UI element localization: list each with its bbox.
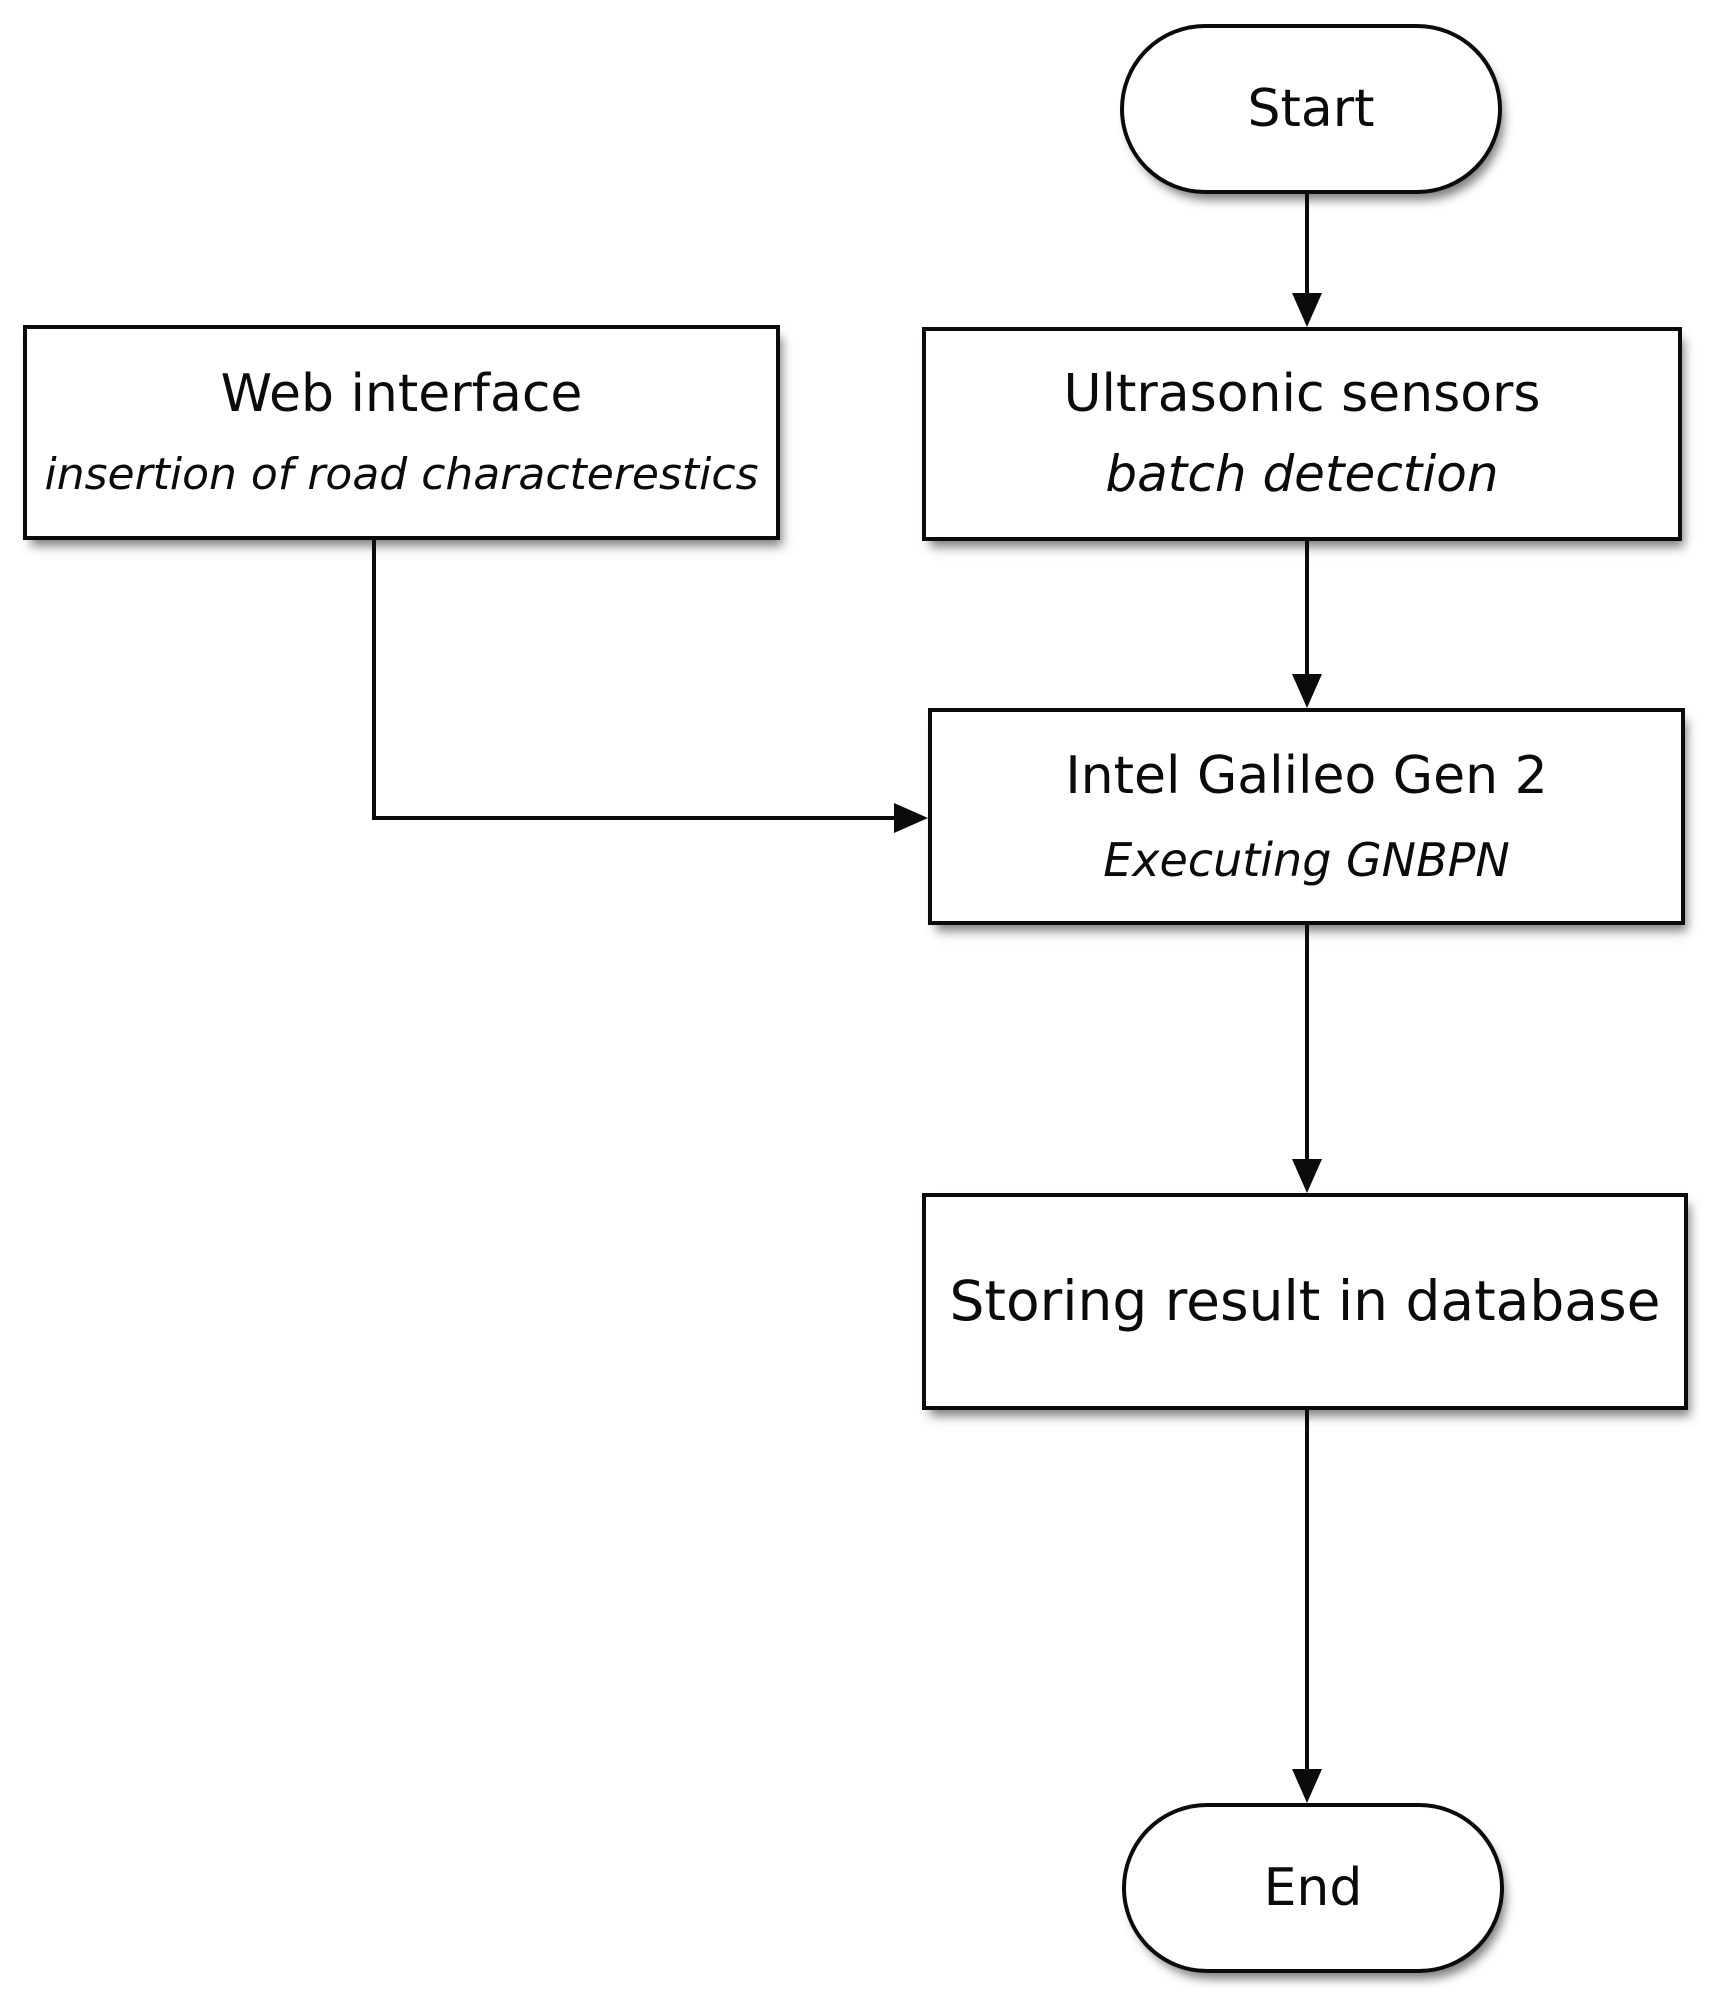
connector-web-to-galileo-vertical (372, 538, 376, 820)
node-web-interface-subtitle: insertion of road characterestics (44, 448, 759, 500)
node-end-label: End (1263, 1857, 1363, 1918)
node-intel-galileo-subtitle: Executing GNBPN (1103, 832, 1510, 887)
arrowhead-right-icon (894, 803, 928, 833)
node-intel-galileo: Intel Galileo Gen 2 Executing GNBPN (928, 708, 1685, 925)
node-intel-galileo-title: Intel Galileo Gen 2 (1065, 746, 1548, 807)
connector-web-to-galileo-horizontal (372, 816, 896, 820)
connector-ultrasonic-to-galileo (1305, 539, 1309, 676)
node-web-interface-title: Web interface (220, 364, 583, 425)
node-ultrasonic-sensors: Ultrasonic sensors batch detection (922, 327, 1682, 541)
arrowhead-down-icon (1292, 674, 1322, 708)
arrowhead-down-icon (1292, 1769, 1322, 1803)
node-web-interface: Web interface insertion of road characte… (23, 325, 780, 540)
node-start: Start (1120, 24, 1502, 194)
node-start-label: Start (1247, 78, 1375, 139)
node-storing-result-title: Storing result in database (949, 1268, 1661, 1333)
connector-start-to-ultrasonic (1305, 194, 1309, 295)
connector-galileo-to-storing (1305, 923, 1309, 1161)
node-end: End (1122, 1803, 1504, 1973)
arrowhead-down-icon (1292, 293, 1322, 327)
node-storing-result: Storing result in database (922, 1193, 1688, 1410)
arrowhead-down-icon (1292, 1159, 1322, 1193)
node-ultrasonic-sensors-subtitle: batch detection (1105, 445, 1499, 504)
node-ultrasonic-sensors-title: Ultrasonic sensors (1063, 364, 1541, 425)
connector-storing-to-end (1305, 1408, 1309, 1771)
